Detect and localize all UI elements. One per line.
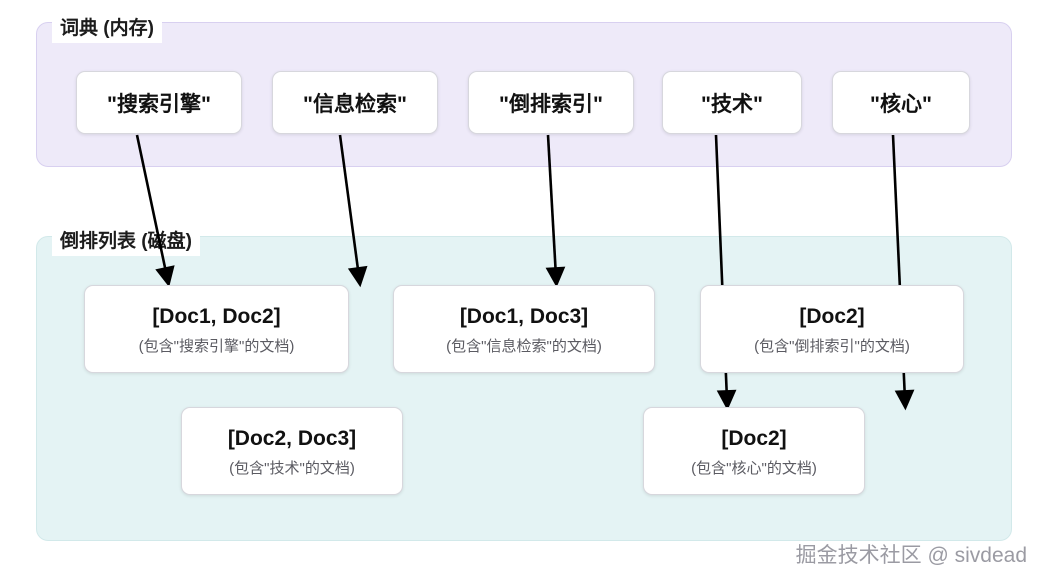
posting-note: (包含"倒排索引"的文档) [754, 338, 910, 356]
posting-note: (包含"搜索引擎"的文档) [138, 338, 295, 356]
term-label: "搜索引擎" [107, 92, 211, 116]
postings-panel [36, 236, 1012, 541]
posting-note: (包含"技术"的文档) [229, 460, 355, 478]
term-card-2[interactable]: "信息检索" [272, 71, 438, 134]
term-label: "核心" [870, 92, 932, 116]
term-card-1[interactable]: "搜索引擎" [76, 71, 242, 134]
posting-docs: [Doc2] [721, 426, 787, 450]
posting-docs: [Doc2] [799, 304, 865, 328]
posting-note: (包含"信息检索"的文档) [446, 338, 602, 356]
posting-card-2[interactable]: [Doc1, Doc3] (包含"信息检索"的文档) [393, 285, 655, 373]
term-label: "技术" [701, 92, 763, 116]
postings-panel-title: 倒排列表 (磁盘) [52, 229, 200, 256]
posting-card-4[interactable]: [Doc2, Doc3] (包含"技术"的文档) [181, 407, 403, 495]
term-card-4[interactable]: "技术" [662, 71, 802, 134]
term-label: "信息检索" [303, 92, 407, 116]
posting-card-1[interactable]: [Doc1, Doc2] (包含"搜索引擎"的文档) [84, 285, 349, 373]
posting-card-5[interactable]: [Doc2] (包含"核心"的文档) [643, 407, 865, 495]
posting-note: (包含"核心"的文档) [691, 460, 817, 478]
watermark: 掘金技术社区 @ sivdead [795, 544, 1027, 567]
posting-docs: [Doc1, Doc2] [152, 304, 281, 328]
posting-docs: [Doc1, Doc3] [459, 304, 589, 328]
term-card-3[interactable]: "倒排索引" [468, 71, 634, 134]
term-card-5[interactable]: "核心" [832, 71, 970, 134]
posting-card-3[interactable]: [Doc2] (包含"倒排索引"的文档) [700, 285, 964, 373]
term-label: "倒排索引" [499, 92, 603, 116]
dictionary-panel-title: 词典 (内存) [52, 16, 162, 43]
posting-docs: [Doc2, Doc3] [227, 426, 357, 450]
